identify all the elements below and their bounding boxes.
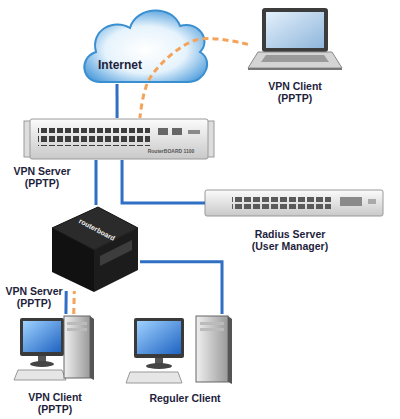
vpn-tunnel [72, 291, 76, 314]
router-left-face [52, 228, 94, 292]
network-cable [122, 160, 205, 203]
cloud-shape [78, 2, 208, 84]
ethernet-ports [38, 128, 150, 146]
device-label: Reguler Client [135, 392, 235, 404]
laptop-keyboard [261, 55, 329, 62]
server-node: Radius Server (User Manager) [205, 188, 383, 218]
cloud-node: Internet [78, 2, 208, 84]
sfp-port [158, 128, 168, 135]
drive-bay [200, 328, 224, 331]
rack-router-device [24, 119, 214, 159]
laptop-screen [266, 12, 324, 48]
network-cable [94, 160, 97, 205]
monitor-base [146, 363, 172, 369]
drive-bay [67, 322, 87, 325]
keyboard [126, 372, 182, 383]
status-panel [340, 197, 362, 206]
power-port [368, 199, 376, 204]
device-label: Internet [78, 59, 162, 71]
laptop-edge [248, 68, 342, 70]
rack-server-device [205, 190, 383, 216]
drive-bay [67, 328, 87, 331]
network-cable [64, 291, 67, 314]
desktop-pc [126, 316, 232, 384]
monitor [20, 318, 64, 356]
desktop-pc [14, 316, 94, 380]
drive-bay [200, 322, 224, 325]
sfp-port [172, 128, 182, 135]
pc-node: VPN Client (PPTP) [16, 314, 94, 388]
pc-node: Reguler Client [130, 314, 236, 390]
device-label: VPN Server (PPTP) [2, 285, 66, 309]
sfp-ports [232, 196, 331, 210]
vpn-tunnel [140, 39, 248, 118]
device-label: VPN Client (PPTP) [260, 80, 330, 104]
tower-side [90, 316, 94, 380]
pc-tower [64, 316, 90, 378]
model-text: RouterBOARD 1100 [138, 148, 204, 155]
monitor-screen [137, 321, 181, 354]
router-ports [100, 240, 132, 266]
monitor-screen [23, 321, 61, 352]
device-label: Radius Server (User Manager) [242, 228, 338, 252]
rack-body [30, 119, 208, 159]
router-node: VPN Server (PPTP) [50, 205, 140, 291]
network-cable [116, 84, 119, 118]
monitor-base [30, 361, 54, 367]
monitor [134, 318, 184, 358]
console-port [188, 130, 200, 134]
laptop-base [248, 52, 342, 68]
device-label: VPN Server (PPTP) [6, 165, 78, 189]
laptop-device [248, 8, 342, 70]
pc-tower [196, 316, 228, 382]
laptop-bezel [262, 8, 328, 52]
network-cable [140, 262, 222, 314]
keyboard [14, 370, 66, 380]
device-label: VPN Client (PPTP) [20, 391, 90, 415]
cloud-outline [84, 10, 207, 82]
small-router-device [52, 207, 138, 292]
tower-side [228, 316, 232, 384]
rack-body [205, 190, 383, 216]
laptop-node: VPN Client (PPTP) [248, 6, 342, 70]
